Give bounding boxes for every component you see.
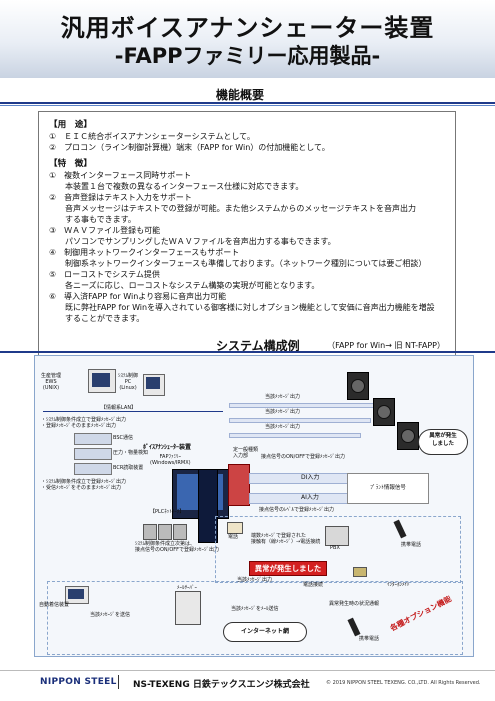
plant-signal-box: ﾌﾟﾗﾝﾄ情報信号: [347, 473, 429, 504]
bcr-label: BCR読取装置: [113, 465, 144, 471]
output-arrow: [229, 418, 371, 423]
plc-label: 【PLCﾈｯﾄﾜｰｸ】: [150, 509, 185, 515]
overview-box: 【用 途】 ① ＥＩＣ統合ボイスアナンシェーターシステムとして。 ② プロコン（…: [38, 111, 456, 356]
pbx-box-text: 端数ﾒｯｾｰｼﾞで登録された 接触有（線ﾒｯｾｰｼﾞ）→電話接続: [251, 533, 321, 545]
overview-rule: [0, 102, 495, 104]
overview-section-title: 機能概要: [216, 88, 265, 102]
output-label: 当該ﾒｯｾｰｼﾞ出力: [265, 424, 301, 430]
plc-unit: [143, 524, 157, 540]
ai-note: 接点信号のﾚﾍﾞﾙで登録ﾒｯｾｰｼﾞ出力: [259, 507, 335, 513]
system-section-title: システム構成例: [216, 339, 300, 353]
page-subtitle: -FAPPファミリー応用製品-: [114, 44, 381, 68]
feature-line: 既に弊社FAPP for Winを導入されている御客様に対しオプション機能として…: [49, 303, 435, 312]
ai-label: AI入力: [301, 494, 319, 501]
output-label: 当該ﾒｯｾｰｼﾞ出力: [265, 409, 301, 415]
feature-line: 音声メッセージはテキストでの登録が可能。また他システムからのメッセージテキストを…: [49, 204, 416, 213]
feature-line: ① 複数インターフェース同時サポート: [49, 171, 192, 180]
feature-line: ③ ＷＡＶファイル登録も可能: [49, 226, 161, 235]
mail-note: 当該ﾒｯｾｰｼﾞをﾒｰﾙ送信: [231, 606, 279, 612]
output-arrow: [229, 433, 361, 438]
system-rule: [0, 351, 495, 353]
ews-computer: [88, 369, 116, 393]
pressure-label: 圧力・物量検知: [113, 450, 149, 456]
info-lan-line: [43, 411, 223, 412]
internet-cloud: インターネット網: [223, 622, 307, 642]
pressure-device: [74, 448, 112, 460]
mobile-label-2: 携帯電話: [359, 636, 380, 642]
pbx-unit: [325, 526, 349, 546]
ledger-label: ﾒｰﾙｻｰﾊﾞｰ: [177, 585, 198, 591]
ews-label: 生産管理 EWS (UNIX): [41, 373, 62, 391]
fax-note: 当該ﾒｯｾｰｼﾞを送信: [90, 612, 131, 618]
input-board: [228, 464, 250, 506]
page-title: 汎用ボイスアナンシェーター装置: [60, 14, 435, 42]
mobile-label: 携帯電話: [401, 542, 422, 548]
intercom-icon: [353, 567, 367, 577]
intercom-label: ｲﾝﾀｰﾎﾝﾒｲﾄ: [387, 582, 410, 588]
alarm-banner: 異常が発生しました: [249, 561, 327, 576]
logo-divider: [118, 675, 119, 689]
overview-rule-thin: [0, 105, 495, 106]
di-label: DI入力: [301, 474, 320, 481]
plc-note: ｼｽﾃﾑ制御条件成立次第は、 接点信号のON/OFFで登録ﾒｯｾｰｼﾞ出力: [135, 541, 220, 553]
control-pc-label: ｼｽﾃﾑ制御 PC (Linux): [118, 373, 139, 391]
phone-icon: [227, 522, 243, 534]
mail-server: [175, 591, 201, 625]
feature-line: ⑥ 導入済FAPP for Winより容易に音声出力可能: [49, 292, 227, 301]
system-diagram: 生産管理 EWS (UNIX) ｼｽﾃﾑ制御 PC (Linux) 【情報系LA…: [34, 355, 474, 657]
use-item: ① ＥＩＣ統合ボイスアナンシェーターシステムとして。: [49, 132, 255, 141]
plc-unit: [173, 524, 187, 540]
bsc-label: BSC通信: [113, 435, 134, 441]
bcr-device: [74, 463, 112, 475]
plc-unit: [158, 524, 172, 540]
feature-line: することができます。: [49, 314, 145, 323]
abnormal-callout: 異常が発生 しました: [418, 429, 468, 455]
switchboard-label: 定一般種類 入力部: [233, 447, 259, 459]
mobile-note: 異常発生時の状況通報: [329, 601, 380, 607]
apparatus-title: ﾎﾞｲｽｱﾅﾝｼｪｰﾀｰ装置: [143, 444, 192, 451]
info-lan-label: 【情報系LAN】: [101, 405, 137, 411]
overview-note: （FAPP for Win→ 旧 NT-FAPP）: [327, 341, 445, 350]
use-heading: 【用 途】: [49, 120, 92, 130]
use-item: ② プロコン（ライン制御計算機）端末（FAPP for Win）の付加機能として…: [49, 143, 330, 152]
control-pc: [143, 374, 165, 396]
speaker-icon: [347, 372, 369, 400]
feature-line: する事もできます。: [49, 215, 136, 224]
call-label: 電話接続: [303, 582, 324, 588]
speaker-icon: [397, 422, 419, 450]
title-banner: [0, 0, 495, 78]
feature-line: 本装置１台で複数の異なるインターフェース仕様に対応できます。: [49, 182, 304, 191]
network-zone: [47, 581, 463, 655]
voice-out-label: 当該ﾒｯｾｰｼﾞ出力: [237, 577, 273, 583]
feature-heading: 【特 徴】: [49, 159, 92, 169]
nippon-steel-logo: NIPPON STEEL: [40, 677, 117, 687]
copyright: © 2019 NIPPON STEEL TEXENG. CO.,LTD. All…: [326, 680, 481, 686]
speaker-icon: [373, 398, 395, 426]
feature-line: 制御系ネットワークインターフェースも準備しております。（ネットワーク種別について…: [49, 259, 427, 268]
feature-line: パソコンでサンプリングしたＷＡＶファイルを音声出力する事もできます。: [49, 237, 336, 246]
pbx-label: PBX: [330, 545, 340, 551]
bsc-device: [74, 433, 112, 445]
feature-line: ② 音声登録はテキスト入力をサポート: [49, 193, 192, 202]
fax-pc: [65, 586, 89, 604]
output-label: 当該ﾒｯｾｰｼﾞ出力: [265, 394, 301, 400]
feature-line: ⑤ ローコストでシステム提供: [49, 270, 160, 279]
footer-divider: [0, 670, 495, 671]
device-note: ・ｼｽﾃﾑ制御条件成立で登録ﾒｯｾｰｼﾞ出力 ・受信ﾒｯｾｰｼﾞをそのままﾒｯｾ…: [41, 479, 127, 491]
feature-line: 各ニーズに応じ、ローコストなシステム構築の実現が可能となります。: [49, 281, 320, 290]
phone-zone: [215, 516, 461, 583]
company-logo: NS-TEXENG 日鉄テックスエンジ株式会社: [133, 680, 310, 690]
lan-note: ・ｼｽﾃﾑ制御条件成立で登録ﾒｯｾｰｼﾞ出力 ・登録ﾒｯｾｰｼﾞそのままﾒｯｾｰ…: [41, 417, 127, 429]
in-label: 接点信号のON/OFFで登録ﾒｯｾｰｼﾞ出力: [261, 454, 346, 460]
feature-line: ④ 制御用ネットワークインターフェースもサポート: [49, 248, 240, 257]
phone-label: 電話: [228, 534, 239, 540]
annunciator-tower: [198, 469, 218, 543]
output-arrow: [229, 403, 381, 408]
fax-pc-label: 自動着信装置: [39, 602, 70, 608]
apparatus-sub: FAPﾌｧﾐﾘｰ (Windows/IRMX): [150, 454, 191, 466]
